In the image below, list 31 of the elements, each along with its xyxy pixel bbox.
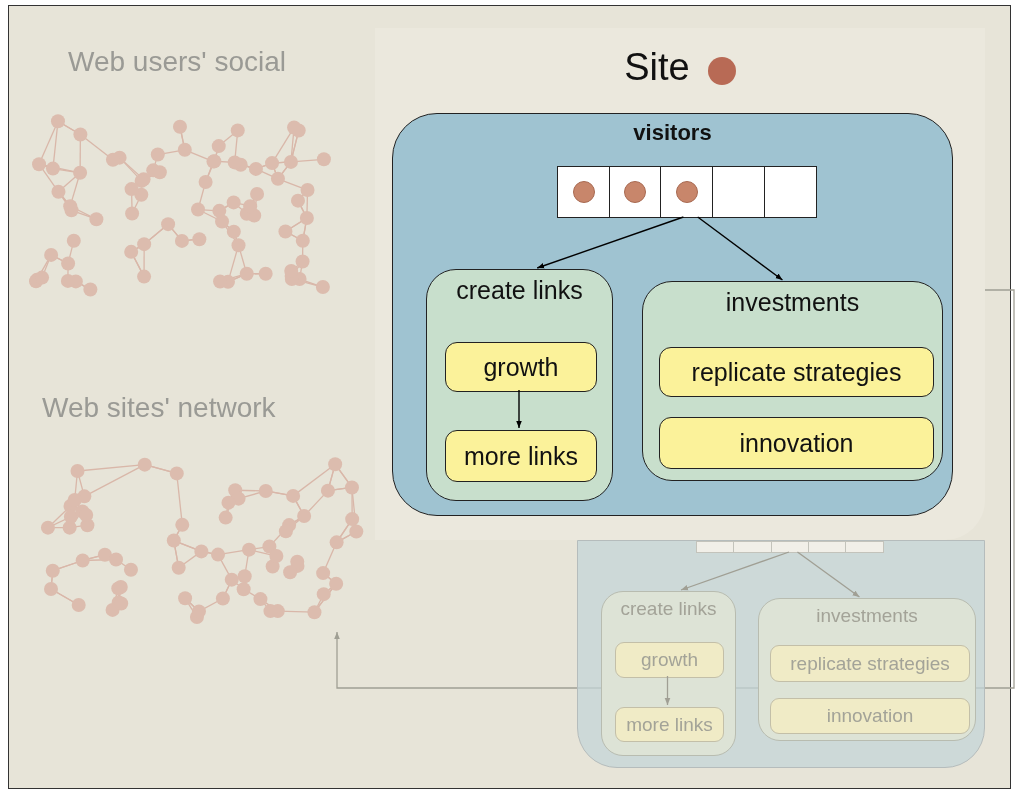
arrow bbox=[536, 216, 685, 269]
network-label: Web users' social bbox=[68, 46, 287, 78]
arrow bbox=[664, 675, 671, 706]
process-box: growth bbox=[445, 342, 597, 392]
group-box bbox=[426, 269, 613, 501]
site-panel bbox=[375, 28, 985, 540]
visitor-slots bbox=[557, 166, 817, 218]
faded-process-box: innovation bbox=[770, 698, 970, 734]
box-title: visitors bbox=[633, 120, 712, 145]
faded-process-box: replicate strategies bbox=[770, 645, 970, 682]
faded-visitor-slots bbox=[696, 541, 884, 553]
panel-title: Site bbox=[624, 46, 690, 89]
box-title: create links bbox=[456, 276, 583, 304]
process-box: innovation bbox=[659, 417, 934, 469]
faded-process-box: growth bbox=[615, 642, 724, 678]
process-box: more links bbox=[445, 430, 597, 482]
faded-process-box: more links bbox=[615, 707, 724, 742]
arrow bbox=[796, 551, 861, 598]
group-box bbox=[642, 281, 943, 481]
faded-group-box bbox=[601, 591, 736, 756]
visitors-box bbox=[392, 113, 953, 516]
network-label: Web sites' network bbox=[42, 392, 276, 424]
box-title: investments bbox=[816, 605, 918, 626]
faded-site-box bbox=[577, 540, 985, 768]
arrow bbox=[697, 216, 784, 281]
faded-group-box bbox=[758, 598, 976, 741]
process-box: replicate strategies bbox=[659, 347, 934, 397]
arrow bbox=[516, 389, 522, 429]
box-title: investments bbox=[725, 288, 860, 316]
arrow bbox=[680, 551, 790, 591]
box-title: create links bbox=[620, 598, 717, 619]
